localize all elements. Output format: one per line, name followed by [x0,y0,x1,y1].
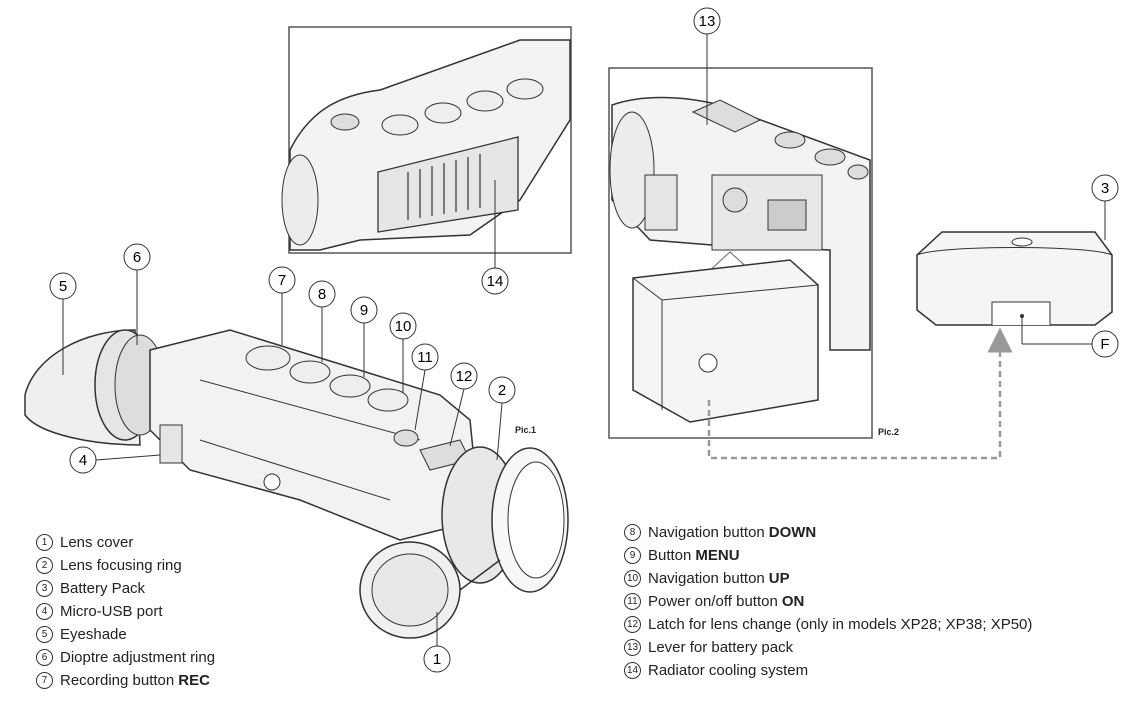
callout-1: 1 [423,645,451,673]
callout-2: 2 [488,376,516,404]
svg-text:11: 11 [417,349,433,366]
callouts: 13 14 3 F 6 5 7 8 9 10 11 12 2 4 1 [49,7,1119,673]
svg-text:F: F [1100,336,1109,353]
svg-text:14: 14 [487,273,504,290]
leader-lines [62,34,1106,646]
legend-text: Navigation button [648,524,765,541]
legend-left: 1 Lens cover 2 Lens focusing ring 3 Battery P… [36,531,215,692]
svg-text:9: 9 [360,302,368,319]
legend-number: 10 [624,570,641,587]
pic2-label: Pic.2 [878,427,900,437]
callout-5: 5 [49,272,77,300]
legend-text: Radiator cooling system [648,662,809,679]
inset-battery-view [608,67,873,439]
legend-text: Lens cover [60,534,134,551]
legend-text: Lens focusing ring [60,557,182,574]
legend-text: Micro-USB port [60,603,163,620]
legend-number: 14 [624,662,641,679]
callout-12: 12 [450,362,478,390]
svg-text:13: 13 [699,13,716,30]
legend-text: Button [648,547,692,564]
legend-number: 6 [36,649,53,666]
legend-bold-text: ON [781,593,805,610]
legend-text: Eyeshade [60,626,127,643]
callout-11: 11 [411,343,439,371]
legend-number: 7 [36,672,53,689]
legend-item-12: 12 Latch for lens change (only in models … [624,613,1032,636]
legend-number: 3 [36,580,53,597]
legend-text: Battery Pack [60,580,146,597]
legend-item-6: 6 Dioptre adjustment ring [36,646,215,669]
callout-8: 8 [308,280,336,308]
svg-text:10: 10 [395,318,412,335]
callout-3: 3 [1091,174,1119,202]
legend-number: 1 [36,534,53,551]
legend-bold-text: DOWN [768,524,817,541]
dashed-connector [707,327,1013,460]
battery-pack-detail [916,231,1113,326]
legend-number: 12 [624,616,641,633]
legend-item-1: 1 Lens cover [36,531,215,554]
main-device-illustration [24,329,569,639]
legend-item-13: 13 Lever for battery pack [624,636,1032,659]
legend-text: Lever for battery pack [648,639,794,656]
legend-number: 8 [624,524,641,541]
callout-14: 14 [481,267,509,295]
svg-text:5: 5 [59,278,67,295]
legend-text: Dioptre adjustment ring [60,649,216,666]
legend-text: Power on/off button [648,593,778,610]
callout-9: 9 [350,296,378,324]
pic1-label: Pic.1 [515,425,537,435]
svg-text:3: 3 [1101,180,1109,197]
svg-text:2: 2 [498,382,506,399]
legend-number: 13 [624,639,641,656]
legend-item-4: 4 Micro-USB port [36,600,215,623]
callout-F: F [1091,330,1119,358]
callout-10: 10 [389,312,417,340]
legend-bold-text: REC [178,672,210,689]
svg-text:6: 6 [133,249,141,266]
svg-text:7: 7 [278,272,286,289]
svg-text:1: 1 [433,651,441,668]
callout-6: 6 [123,243,151,271]
svg-text:4: 4 [79,452,87,469]
legend-item-2: 2 Lens focusing ring [36,554,215,577]
legend-number: 9 [624,547,641,564]
legend-text: Recording button [60,672,175,689]
legend-bold-text: MENU [695,547,740,564]
svg-text:8: 8 [318,286,326,303]
callout-7: 7 [268,266,296,294]
legend-item-14: 14 Radiator cooling system [624,659,1032,682]
callout-4: 4 [69,446,97,474]
callout-13: 13 [693,7,721,35]
legend-number: 5 [36,626,53,643]
legend-text: Latch for lens change (only in models XP… [648,616,1033,633]
legend-bold-text: UP [768,570,790,587]
legend-text: Navigation button [648,570,765,587]
legend-item-5: 5 Eyeshade [36,623,215,646]
inset-radiator-view [281,26,572,254]
legend-number: 2 [36,557,53,574]
svg-text:12: 12 [456,368,473,385]
legend-item-3: 3 Battery Pack [36,577,215,600]
legend-number: 11 [624,593,641,610]
legend-number: 4 [36,603,53,620]
